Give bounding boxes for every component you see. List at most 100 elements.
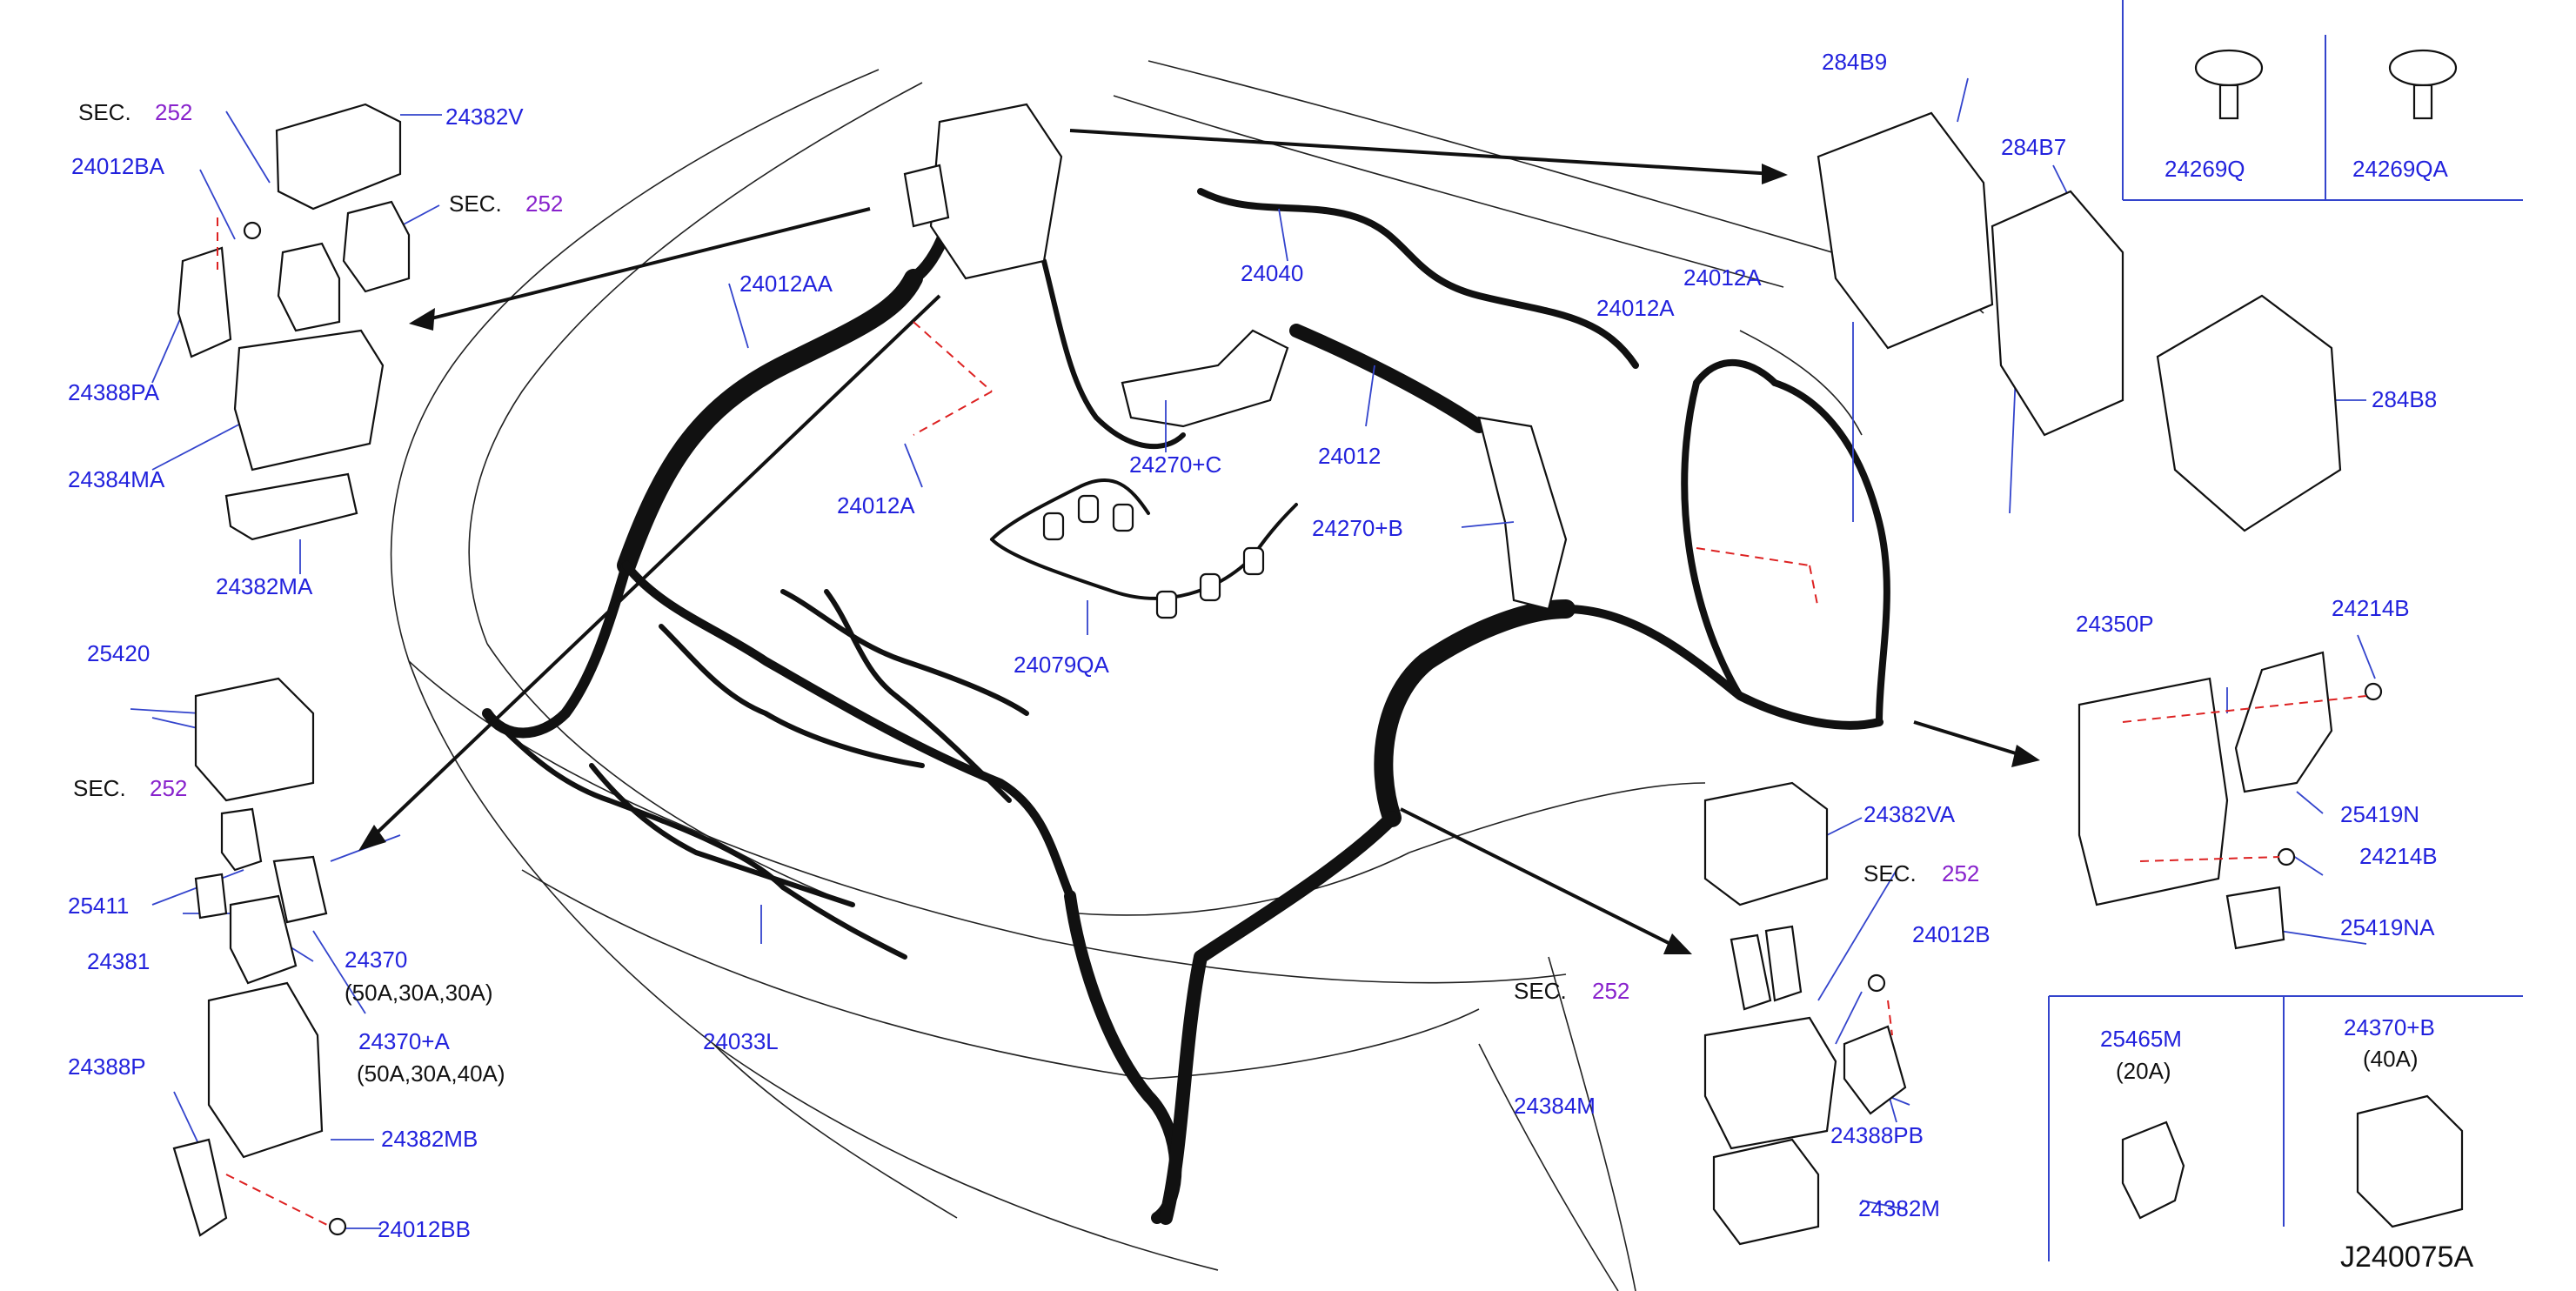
- injector-harness: [990, 478, 1298, 619]
- label-24012A-right2: 24012A: [1683, 264, 1762, 291]
- label-24382V: 24382V: [445, 104, 524, 130]
- label-24012: 24012: [1318, 443, 1381, 469]
- label-24040: 24040: [1241, 260, 1303, 286]
- label-284B7: 284B7: [2001, 134, 2066, 160]
- label-24382VA: 24382VA: [1863, 801, 1956, 827]
- main-harness: [482, 168, 1890, 1225]
- module-284B8: [2156, 294, 2342, 532]
- injector-connector-5: [1199, 572, 1221, 602]
- label-24012AA: 24012AA: [739, 271, 833, 297]
- bolt-24012BA: [243, 221, 262, 240]
- label-24388P: 24388P: [68, 1054, 146, 1080]
- label-284B8: 284B8: [2372, 386, 2437, 412]
- label-25465M-spec: (20A): [2116, 1058, 2171, 1084]
- nut-24214B-mid: [2277, 847, 2296, 866]
- relay-small: [277, 242, 341, 332]
- vehicle-body-outline: [390, 60, 1984, 1291]
- label-24214B-top: 24214B: [2332, 595, 2410, 621]
- relay-25411-sec252: [220, 807, 263, 872]
- label-24269QA: 24269QA: [2352, 156, 2449, 182]
- label-24269Q: 24269Q: [2165, 156, 2245, 182]
- fuse-block-24382MA: [224, 472, 358, 541]
- module-284B9: [1817, 111, 1994, 350]
- injector-connector-2: [1077, 494, 1100, 524]
- assembly-guides: [217, 217, 1819, 1227]
- label-24012A-center: 24012A: [837, 492, 915, 518]
- injector-connector-3: [1112, 503, 1134, 532]
- label-24388PA: 24388PA: [68, 379, 160, 405]
- label-24012A-right1: 24012A: [1596, 295, 1675, 321]
- cover-24382M: [1712, 1138, 1820, 1246]
- label-24384M: 24384M: [1514, 1093, 1596, 1119]
- label-24381: 24381: [87, 948, 150, 974]
- label-24012BA: 24012BA: [71, 153, 165, 179]
- sec-label-center-right-prefix: SEC.: [1863, 860, 1917, 886]
- clip-24269Q: [2194, 49, 2264, 87]
- label-24033L: 24033L: [703, 1028, 779, 1054]
- upper-left-relay-group: [177, 103, 411, 541]
- label-24382MA: 24382MA: [216, 573, 313, 599]
- label-24370B-spec: (40A): [2363, 1046, 2419, 1072]
- injector-connector-6: [1242, 546, 1265, 576]
- label-25411: 25411: [68, 893, 129, 919]
- label-24370B: 24370+B: [2344, 1014, 2435, 1040]
- box-24381: [229, 894, 298, 985]
- fusible-link-24370: [272, 855, 328, 924]
- nut-24214B-top: [2364, 682, 2383, 701]
- fusible-link-24370B: [2356, 1094, 2464, 1228]
- injector-connector-1: [1042, 512, 1065, 541]
- clip-24269QA: [2388, 49, 2458, 87]
- label-24370-spec: (50A,30A,30A): [345, 980, 493, 1006]
- label-24382MB: 24382MB: [381, 1126, 478, 1152]
- relay-sec252-upper: [342, 200, 411, 293]
- sec-label-center-left-number: 252: [1592, 978, 1629, 1004]
- clip-24269Q-stem: [2218, 84, 2239, 120]
- harness-protectors: [1121, 324, 1568, 611]
- lower-left-relay-group: [172, 677, 347, 1237]
- module-284B7: [1991, 190, 2124, 437]
- label-24012B: 24012B: [1912, 921, 1991, 947]
- bottom-right-fuse-frame: [2048, 995, 2523, 1261]
- bracket-24388P: [172, 1138, 228, 1237]
- sec-label-center-right-number: 252: [1942, 860, 1979, 886]
- relay-25411: [194, 873, 228, 920]
- relay-sec252-a: [1730, 933, 1772, 1011]
- sec-label-top-left-prefix: SEC.: [78, 99, 131, 125]
- relay-box-24350P-group: [2078, 651, 2383, 950]
- part-labels: SEC. 252 24382V 24012BA SEC. 252 24388PA…: [68, 49, 2473, 1274]
- leader-lines: [130, 77, 2376, 1229]
- label-24012BB: 24012BB: [378, 1216, 471, 1242]
- box-24382MB: [207, 981, 324, 1159]
- box-24384M: [1703, 1016, 1837, 1150]
- box-24384MA: [233, 329, 385, 472]
- sec-label-upper-number: 252: [525, 191, 563, 217]
- sec-label-center-left-prefix: SEC.: [1514, 978, 1567, 1004]
- cover-25420: [194, 677, 315, 802]
- label-24270B: 24270+B: [1312, 515, 1403, 541]
- sec-label-upper-prefix: SEC.: [449, 191, 502, 217]
- center-relay-box: [903, 103, 1063, 280]
- label-24270C: 24270+C: [1129, 452, 1221, 478]
- label-284B9: 284B9: [1822, 49, 1887, 75]
- clips-frame: [2122, 0, 2523, 201]
- label-24214B-mid: 24214B: [2359, 843, 2438, 869]
- relay-box-24382V: [275, 103, 402, 211]
- bracket-25419N: [2234, 651, 2333, 793]
- bracket-24388PA: [177, 246, 232, 358]
- label-25420: 25420: [87, 640, 150, 666]
- label-25465M: 25465M: [2100, 1026, 2182, 1052]
- reference-code: J240075A: [2340, 1241, 2473, 1274]
- sec-label-lower-left-prefix: SEC.: [73, 775, 126, 801]
- label-24388PB: 24388PB: [1830, 1122, 1924, 1148]
- bracket-24388PB: [1843, 1025, 1907, 1115]
- center-right-relay-group: [1703, 781, 1907, 1246]
- sec-label-top-left-number: 252: [155, 99, 192, 125]
- bracket-25419NA: [2225, 886, 2285, 950]
- label-24370A: 24370+A: [358, 1028, 450, 1054]
- top-right-modules: [1817, 111, 2342, 532]
- injector-connector-4: [1155, 590, 1178, 619]
- label-24370A-spec: (50A,30A,40A): [357, 1060, 505, 1087]
- bolt-24012BB: [328, 1217, 347, 1236]
- label-24079QA: 24079QA: [1014, 652, 1110, 678]
